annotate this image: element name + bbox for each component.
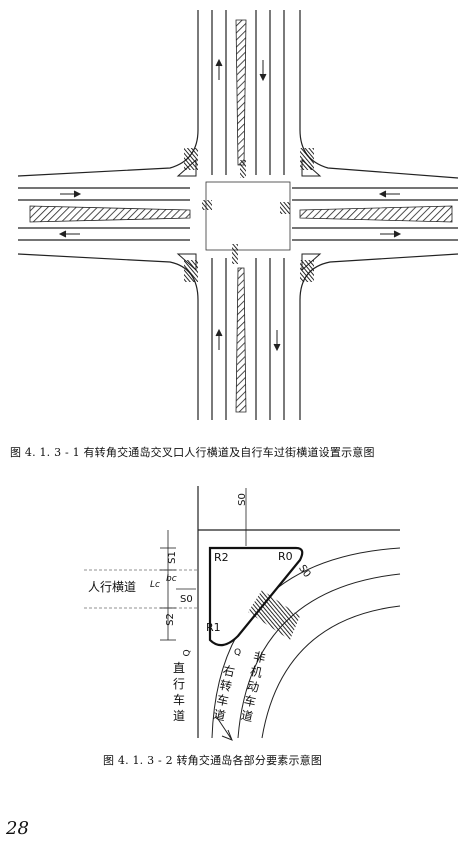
label-s2: S2 (164, 613, 176, 626)
lane-arrows (58, 58, 402, 352)
label-lc: Lc (150, 580, 160, 590)
label-s1: S1 (166, 551, 178, 564)
label-q2: Q (234, 648, 242, 658)
figure1-caption: 图 4. 1. 3 - 1 有转角交通岛交叉口人行横道及自行车过街横道设置示意图 (10, 446, 375, 459)
label-s0-top: S0 (236, 493, 248, 506)
figure2-caption: 图 4. 1. 3 - 2 转角交通岛各部分要素示意图 (103, 754, 323, 767)
label-bc: bc (166, 574, 177, 584)
turn-arrow (215, 715, 233, 741)
median-islands (29, 19, 453, 413)
label-r2: R2 (214, 551, 229, 564)
corner-islands (176, 158, 322, 272)
label-r0: R0 (278, 550, 293, 563)
label-crosswalk: 人行横道 (88, 580, 137, 594)
corner-island-diagram (84, 486, 401, 739)
label-r1: R1 (206, 621, 221, 634)
label-s0-mid: S0 (180, 594, 193, 605)
crosswalks (184, 148, 314, 282)
detail-crosswalk (248, 590, 300, 640)
label-q1: Q (182, 649, 193, 657)
intersection-diagram (17, 10, 459, 420)
label-through-lane: 直 行 车 道 (173, 661, 186, 723)
page-number: 28 (6, 818, 29, 839)
